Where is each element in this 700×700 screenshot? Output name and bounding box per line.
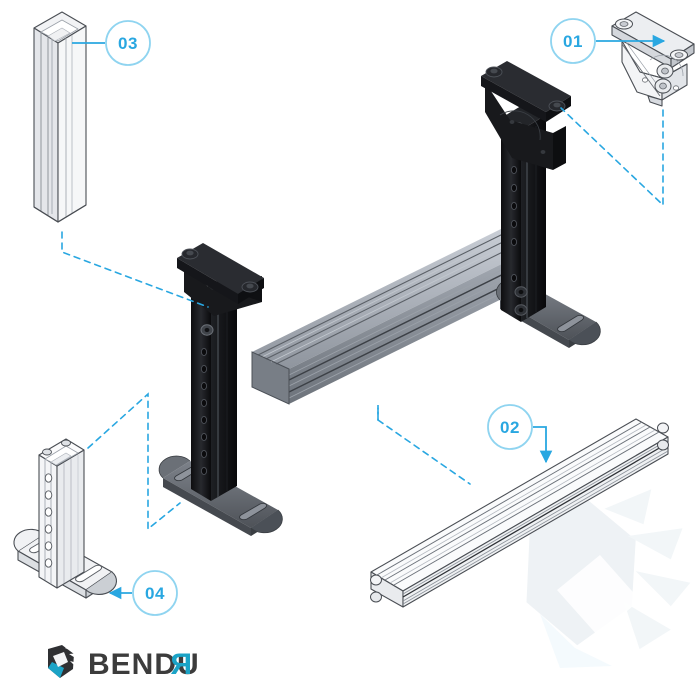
callout-03[interactable]: 03 xyxy=(72,20,151,66)
callout-01[interactable]: 01 xyxy=(550,18,666,64)
part-01-pivot-mount-bracket xyxy=(611,11,695,107)
part-02-extrusion-rail xyxy=(370,418,669,608)
callout-03-circle[interactable] xyxy=(105,20,151,66)
callout-04-circle[interactable] xyxy=(132,570,178,616)
callout-group: 03 01 02 04 xyxy=(72,18,666,616)
leader-line-04 xyxy=(87,392,181,531)
part-04-adjustable-leg xyxy=(13,438,118,599)
leader-line-02-seg xyxy=(377,405,471,485)
part-03-square-tube-column xyxy=(33,11,87,223)
leader-line-01 xyxy=(560,107,664,207)
callout-03-label: 03 xyxy=(118,34,138,53)
assembly-cross-rail xyxy=(251,228,541,405)
callout-02-circle[interactable] xyxy=(487,404,533,450)
callout-01-label: 01 xyxy=(563,32,583,51)
assembly-right-leg xyxy=(481,61,601,348)
callout-02-leader xyxy=(533,426,553,464)
brand-wordmark: BENDU xyxy=(88,648,200,681)
brand-wordmark-accent: R xyxy=(169,648,192,681)
callout-04[interactable]: 04 xyxy=(108,570,178,616)
callout-01-circle[interactable] xyxy=(550,18,596,64)
shield-burst-icon xyxy=(48,644,81,678)
leader-line-03 xyxy=(61,231,209,308)
callout-02[interactable]: 02 xyxy=(487,404,553,464)
callout-04-label: 04 xyxy=(145,584,165,603)
brand-logo: BENDU R xyxy=(48,644,200,681)
callout-02-label: 02 xyxy=(500,418,520,437)
brand-watermark xyxy=(526,489,691,668)
assembly-left-leg xyxy=(158,243,283,536)
explosion-leader-lines xyxy=(61,107,664,531)
